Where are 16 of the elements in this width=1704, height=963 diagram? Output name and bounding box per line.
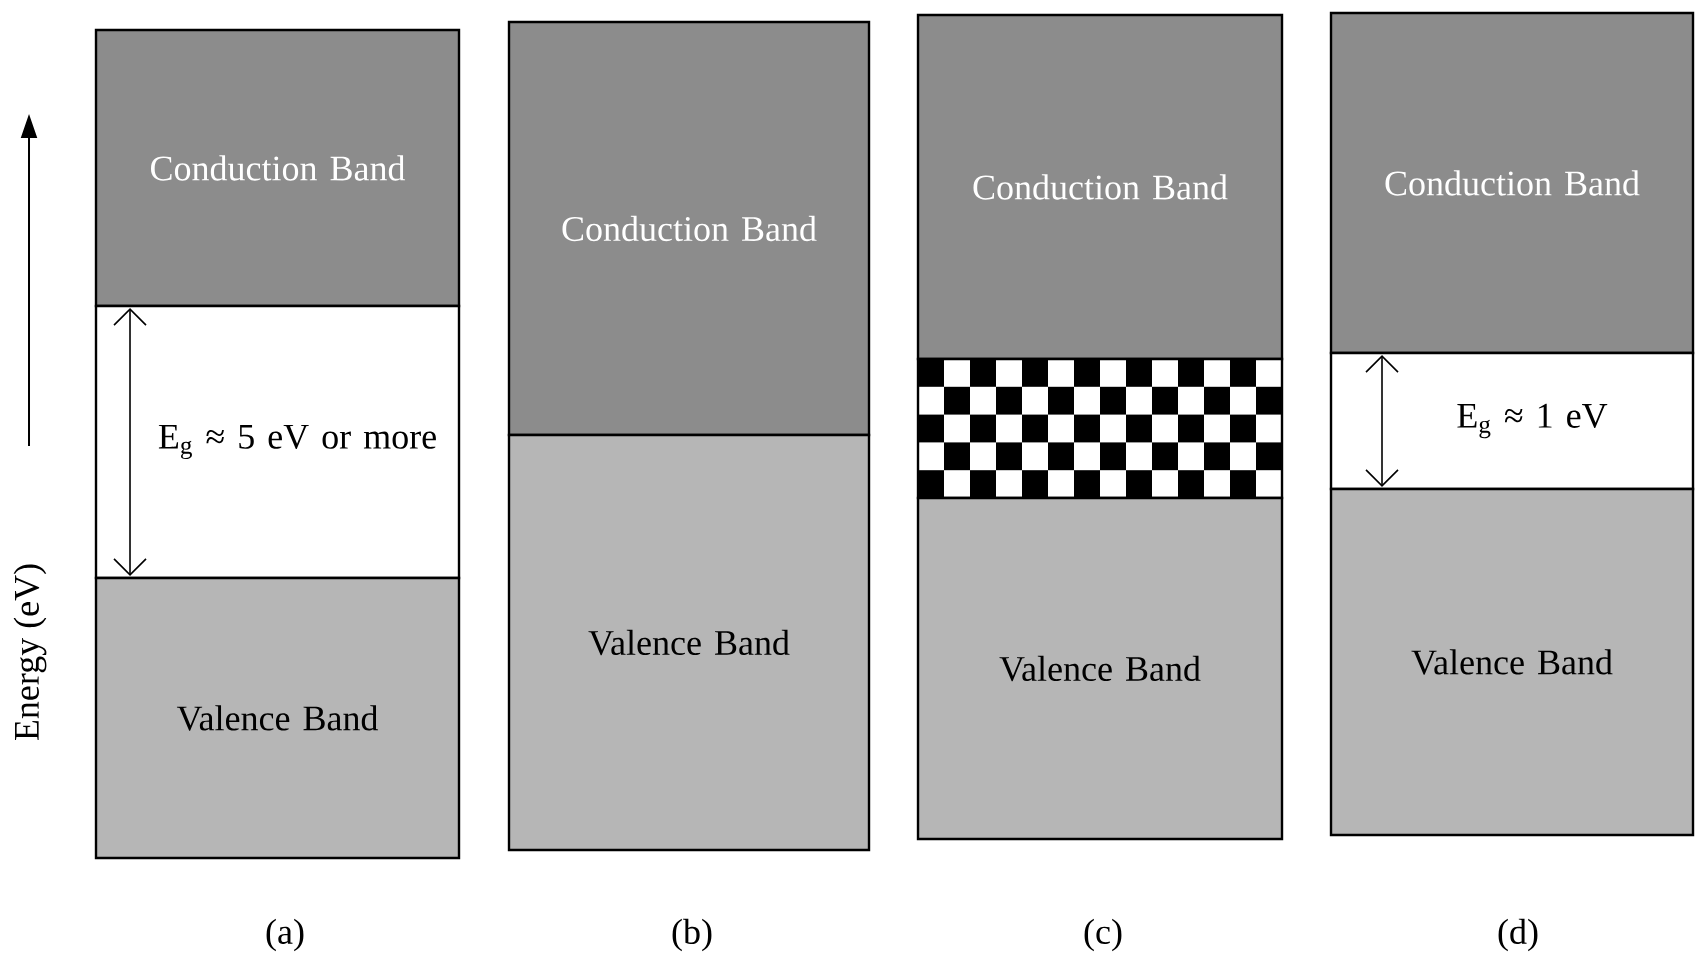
panel-label: (b) [672,918,712,952]
checkered-band [916,357,1284,500]
panel-label: (a) [266,918,304,952]
band-gap-box: E$_{g}$ ≈ 1 eV [1329,351,1695,491]
valence-band-box: Valence Band [916,496,1284,841]
axis-label: Energy (eV) [13,564,47,741]
valence-band-box: Valence Band [507,433,871,852]
panel-label: (d) [1498,918,1538,952]
valence-band-box: Valence Band [1329,487,1695,837]
conduction-band-box: Conduction Band [94,28,461,308]
valence-band-box: Valence Band [94,576,461,860]
panel-label: (c) [1084,918,1122,952]
band-gap-box: E$_{g}$ ≈ 5 eV or more [94,304,461,580]
conduction-band-box: Conduction Band [916,13,1284,361]
conduction-band-box: Conduction Band [507,20,871,437]
conduction-band-box: Conduction Band [1329,11,1695,355]
